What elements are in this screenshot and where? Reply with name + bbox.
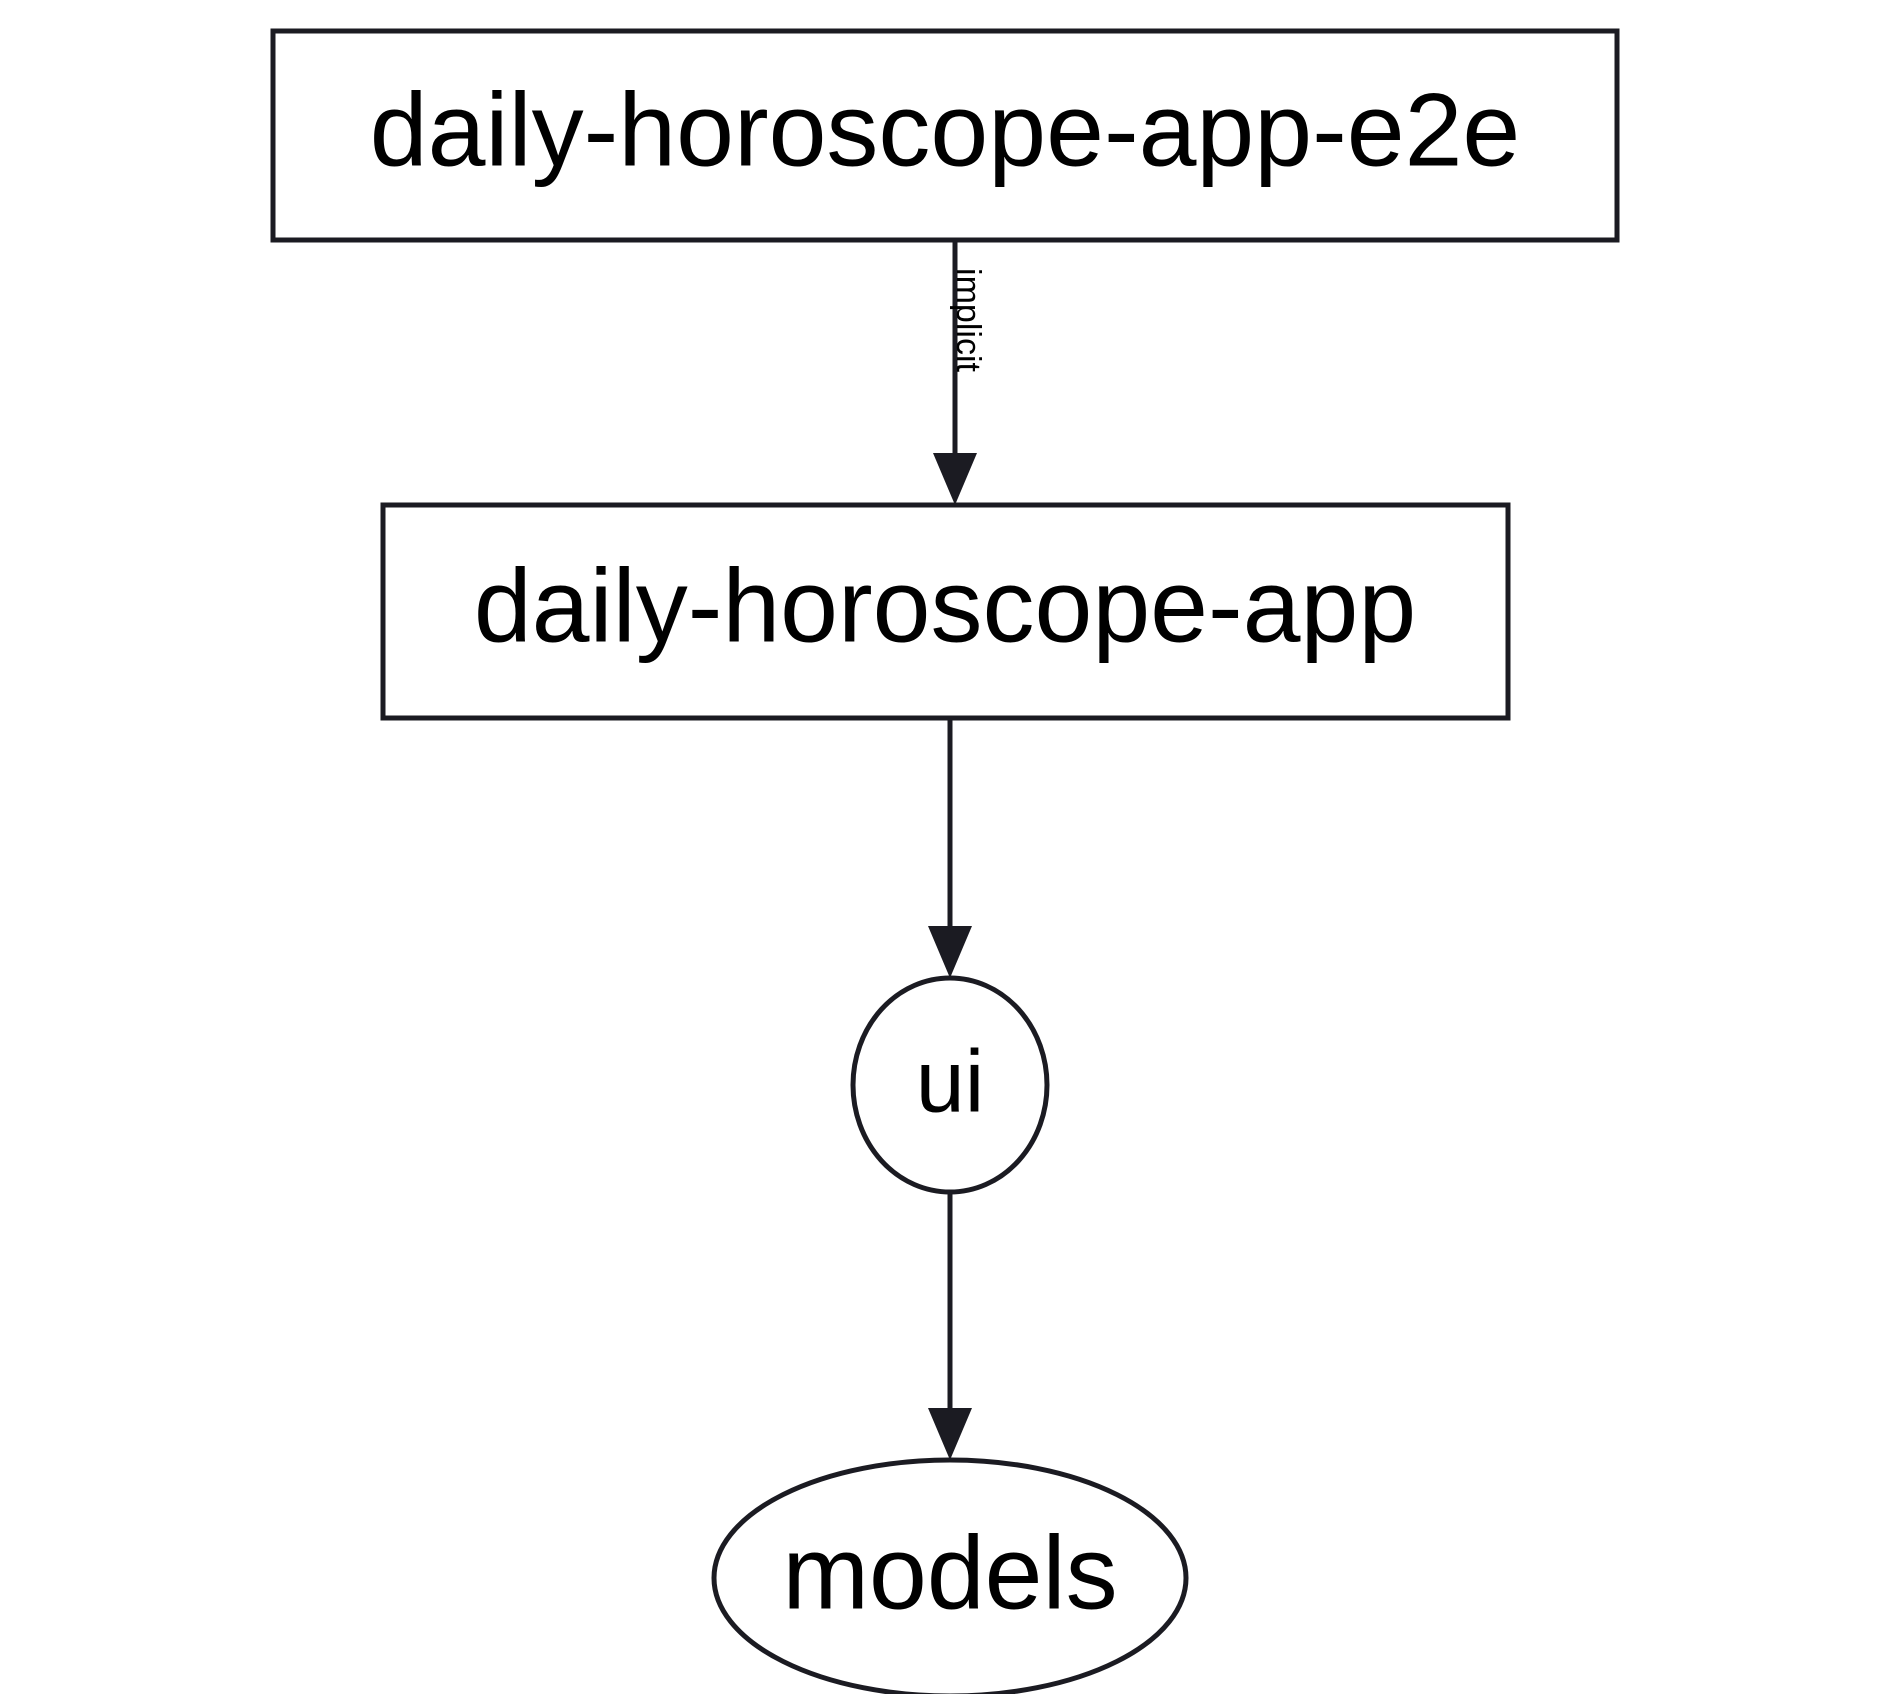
node-ellipse [850,975,1050,1195]
node-label: daily-horoscope-app [474,548,1416,664]
edge-e2e-to-app[interactable]: implicit [933,240,987,505]
edge-ui-to-models[interactable] [928,1192,972,1460]
node-label: models [782,1515,1117,1631]
node-ui[interactable]: ui [850,975,1050,1195]
arrowhead-icon [928,1408,972,1460]
node-ellipse [711,1457,1189,1694]
edge-label-implicit: implicit [949,268,987,372]
node-label: ui [916,1031,985,1130]
node-rect [270,28,1620,243]
node-label: daily-horoscope-app-e2e [370,72,1521,188]
node-models[interactable]: models [711,1457,1189,1694]
node-rect [380,502,1511,721]
arrowhead-icon [933,453,977,505]
arrowhead-icon [928,926,972,978]
node-daily-horoscope-app[interactable]: daily-horoscope-app [380,502,1511,721]
edge-app-to-ui[interactable] [928,718,972,978]
node-daily-horoscope-app-e2e[interactable]: daily-horoscope-app-e2e [270,28,1620,243]
